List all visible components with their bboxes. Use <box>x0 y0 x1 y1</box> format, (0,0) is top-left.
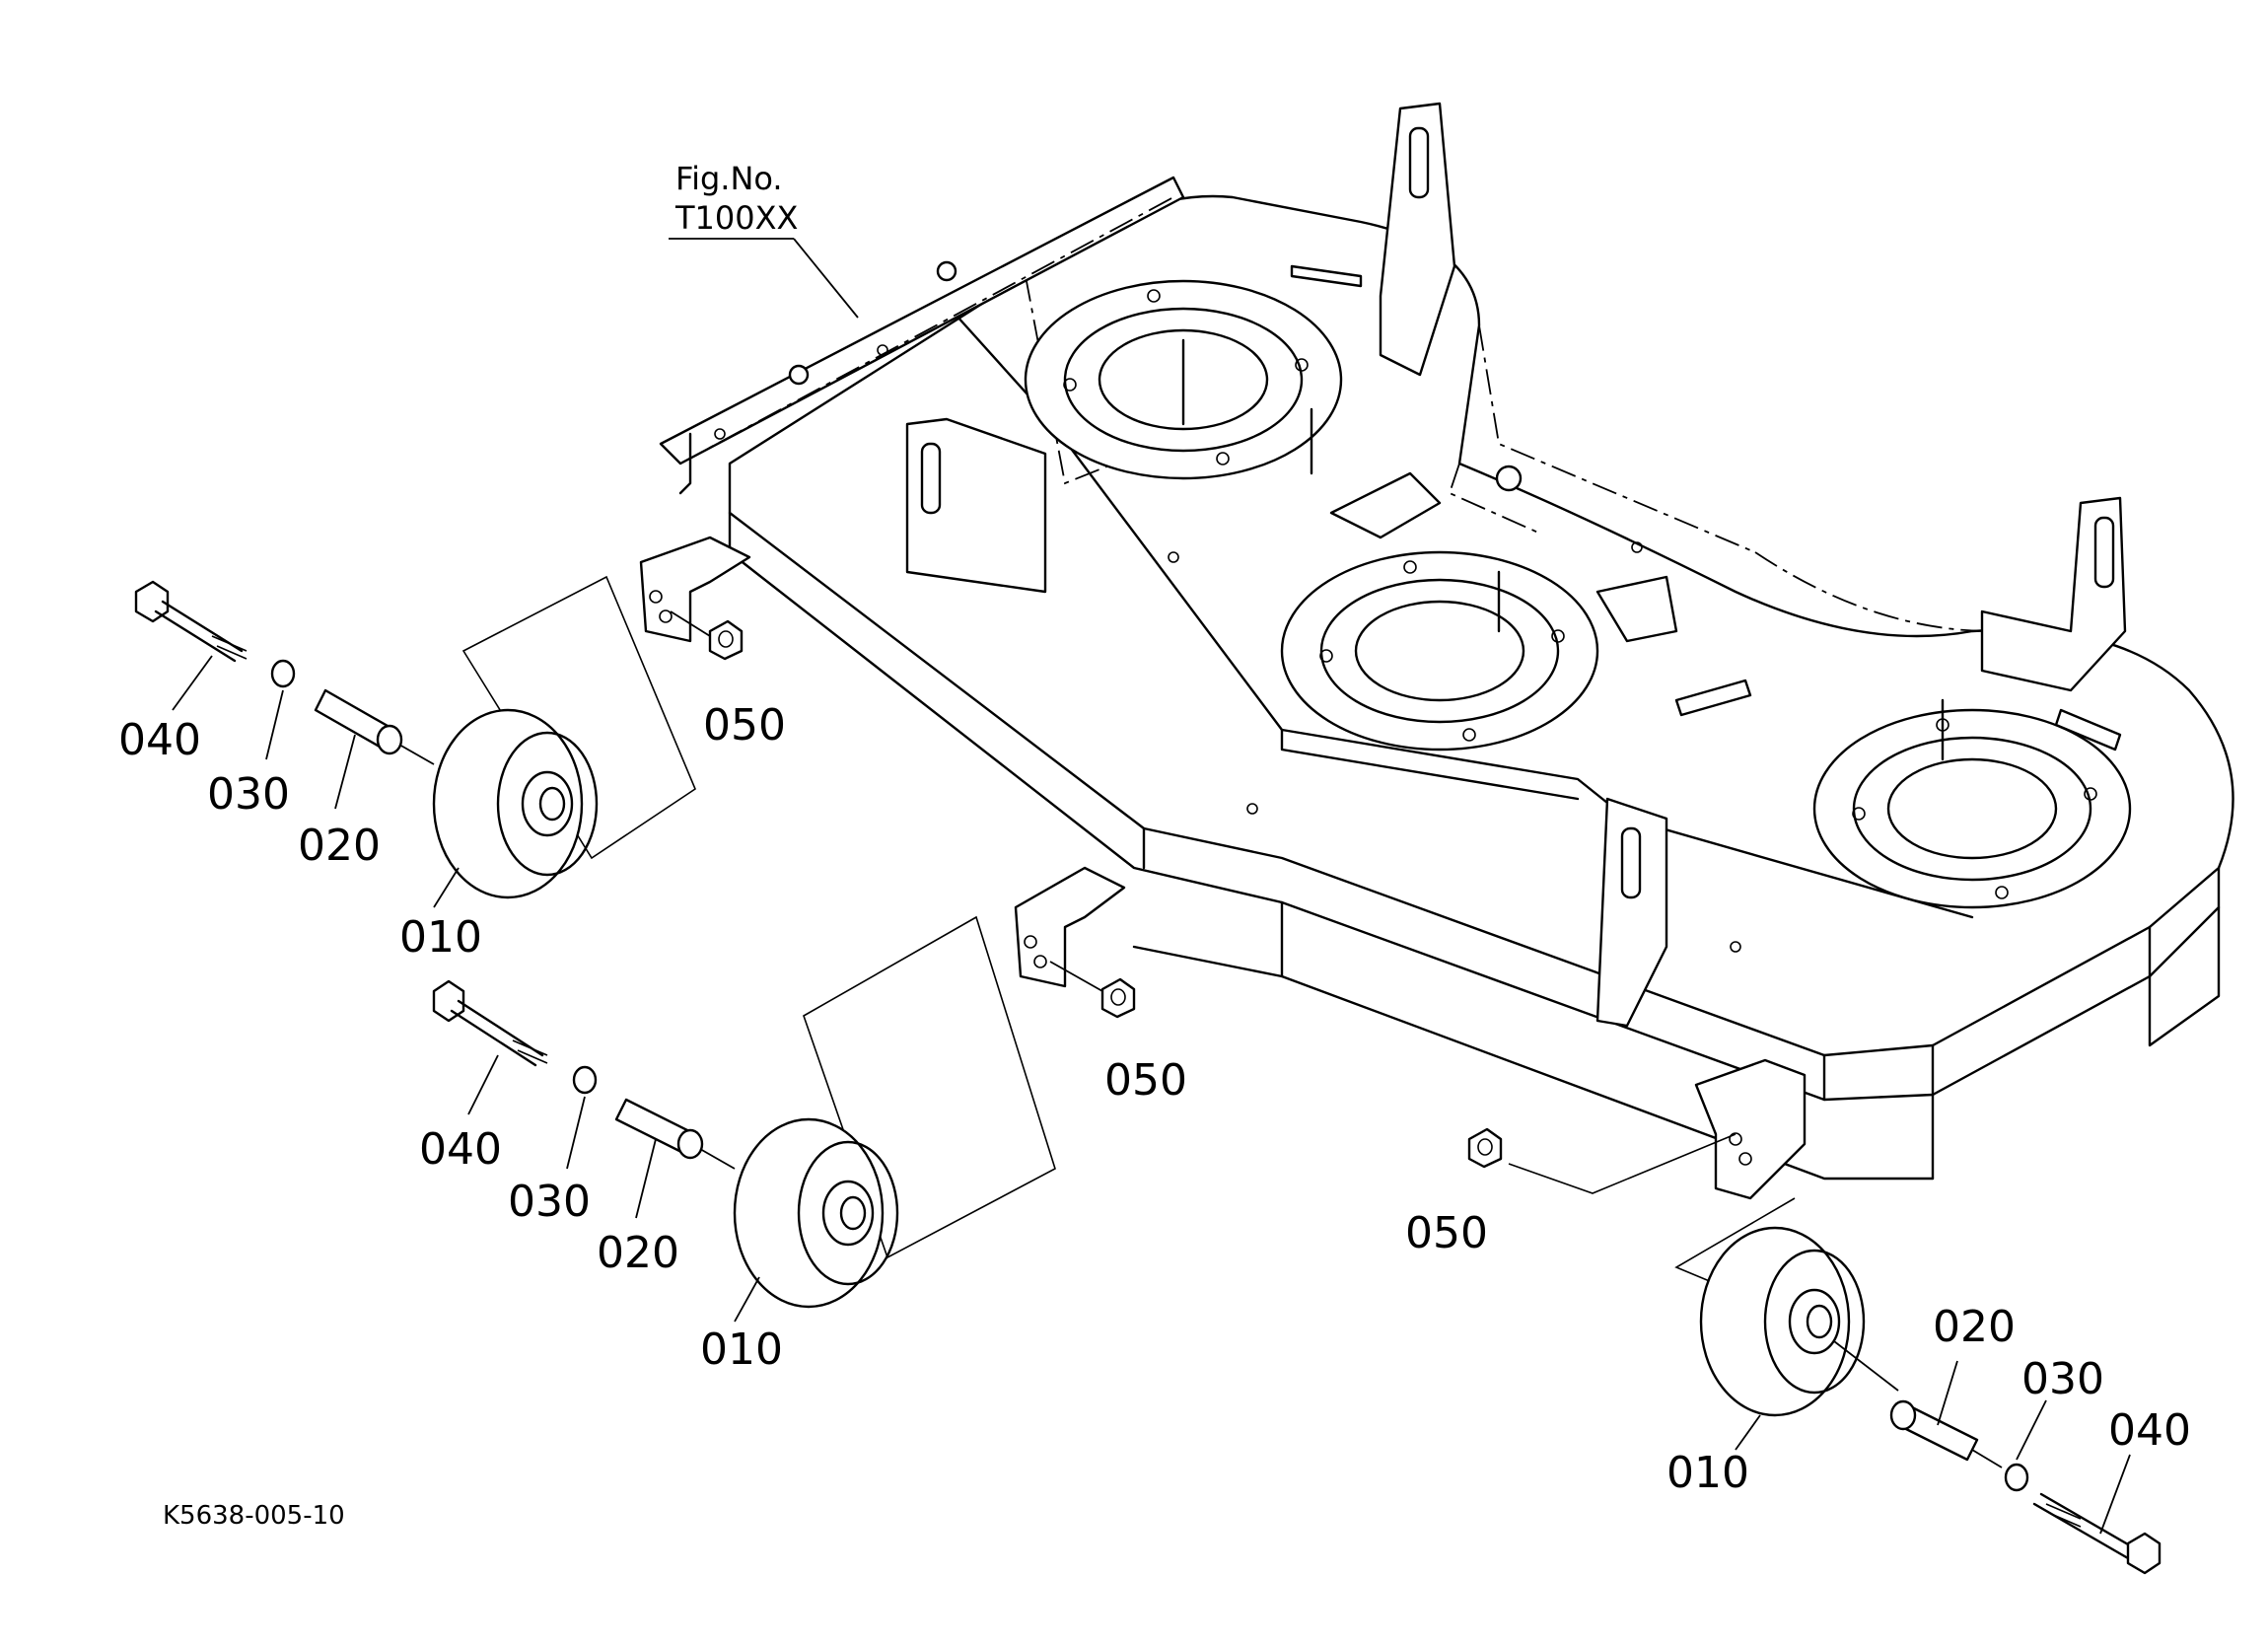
washer-030-left-front <box>270 659 296 688</box>
callout-bolt-040-left-mid: 040 <box>419 1124 502 1175</box>
figure-reference-label: Fig.No. <box>675 160 783 197</box>
callout-collar-020-left-front: 020 <box>298 821 381 871</box>
callout-collar-020-left-mid: 020 <box>597 1228 679 1278</box>
nut-050-right <box>1467 1127 1503 1169</box>
callout-washer-030-left-mid: 030 <box>508 1177 591 1227</box>
wheel-assembly-left-front: 040 030 020 010 050 <box>118 575 786 963</box>
wheel-assembly-left-mid: 040 030 020 010 050 <box>419 915 1187 1375</box>
washer-030-left-mid <box>572 1065 598 1095</box>
callout-wheel-010-left-mid: 010 <box>700 1325 783 1375</box>
spindle-plate-right <box>1812 698 2132 909</box>
collar-020-left-front <box>314 688 403 755</box>
spindle-plate-left <box>1024 279 1343 480</box>
bolt-040-left-front <box>134 580 248 663</box>
vertical-mounting-brackets <box>905 102 2127 1028</box>
wheel-assembly-right: 050 010 020 030 040 <box>1405 1127 2191 1575</box>
gauge-wheel-brackets <box>639 536 1807 1200</box>
callout-collar-020-right: 020 <box>1933 1302 2016 1352</box>
bolt-040-right <box>2032 1492 2162 1575</box>
callout-bolt-040-left-front: 040 <box>118 715 201 765</box>
wheel-010-left-mid <box>733 1117 899 1309</box>
wheel-010-right <box>1699 1226 1866 1417</box>
callout-wheel-010-left-front: 010 <box>399 912 482 963</box>
wheel-010-left-front <box>432 708 599 899</box>
figure-reference: Fig.No. T100XX <box>669 160 859 319</box>
callout-bolt-040-right: 040 <box>2108 1405 2191 1456</box>
spindle-plate-center <box>1280 550 1599 752</box>
deck-brackets <box>1168 264 2122 953</box>
collar-020-left-mid <box>614 1098 704 1160</box>
drawing-part-code: K5638-005-10 <box>163 1501 345 1531</box>
washer-030-right <box>2004 1463 2029 1492</box>
nut-050-left-mid <box>1100 977 1136 1019</box>
figure-reference-number: T100XX <box>674 199 798 237</box>
callout-nut-050-left-mid: 050 <box>1104 1055 1187 1106</box>
callout-nut-050-right: 050 <box>1405 1208 1488 1258</box>
callout-washer-030-right: 030 <box>2021 1354 2104 1404</box>
collar-020-right <box>1889 1399 1979 1462</box>
nut-050-left-front <box>708 619 744 661</box>
callout-wheel-010-right: 010 <box>1666 1448 1749 1498</box>
callout-nut-050-left-front: 050 <box>703 700 786 751</box>
bolt-040-left-mid <box>432 979 548 1067</box>
callout-washer-030-left-front: 030 <box>207 769 290 820</box>
